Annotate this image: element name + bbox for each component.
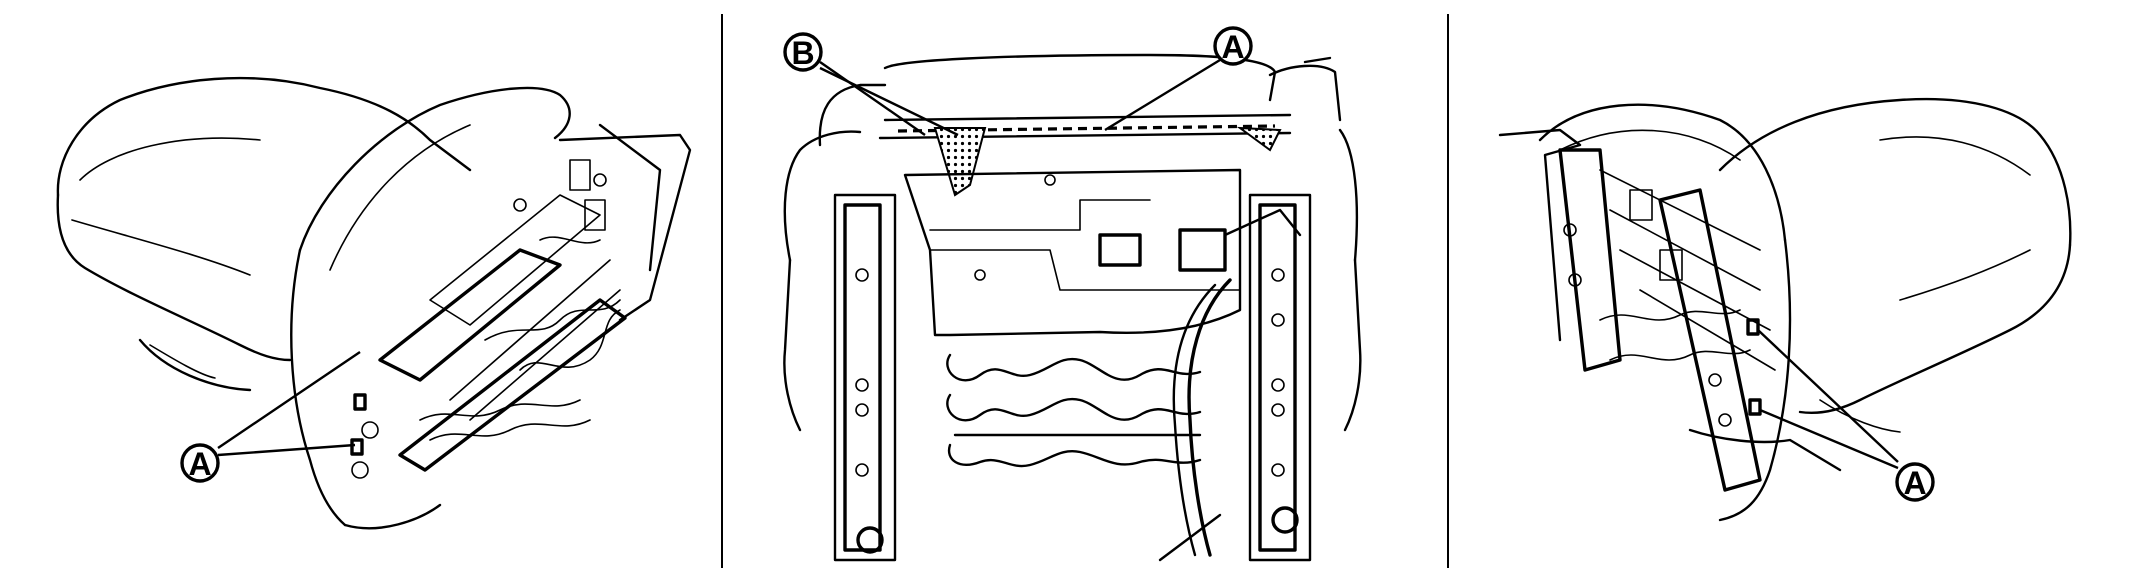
svg-text:B: B xyxy=(791,35,814,71)
callout-center-B: B xyxy=(783,32,823,72)
callout-right-A: A xyxy=(1895,462,1935,502)
svg-text:A: A xyxy=(188,446,211,482)
left-seat-view xyxy=(56,76,692,530)
callout-left-A: A xyxy=(180,443,220,483)
center-seat-view xyxy=(783,53,1362,562)
callout-center-A: A xyxy=(1213,26,1253,66)
svg-text:A: A xyxy=(1221,29,1244,65)
svg-text:A: A xyxy=(1903,465,1926,501)
right-seat-view xyxy=(1498,97,2072,522)
